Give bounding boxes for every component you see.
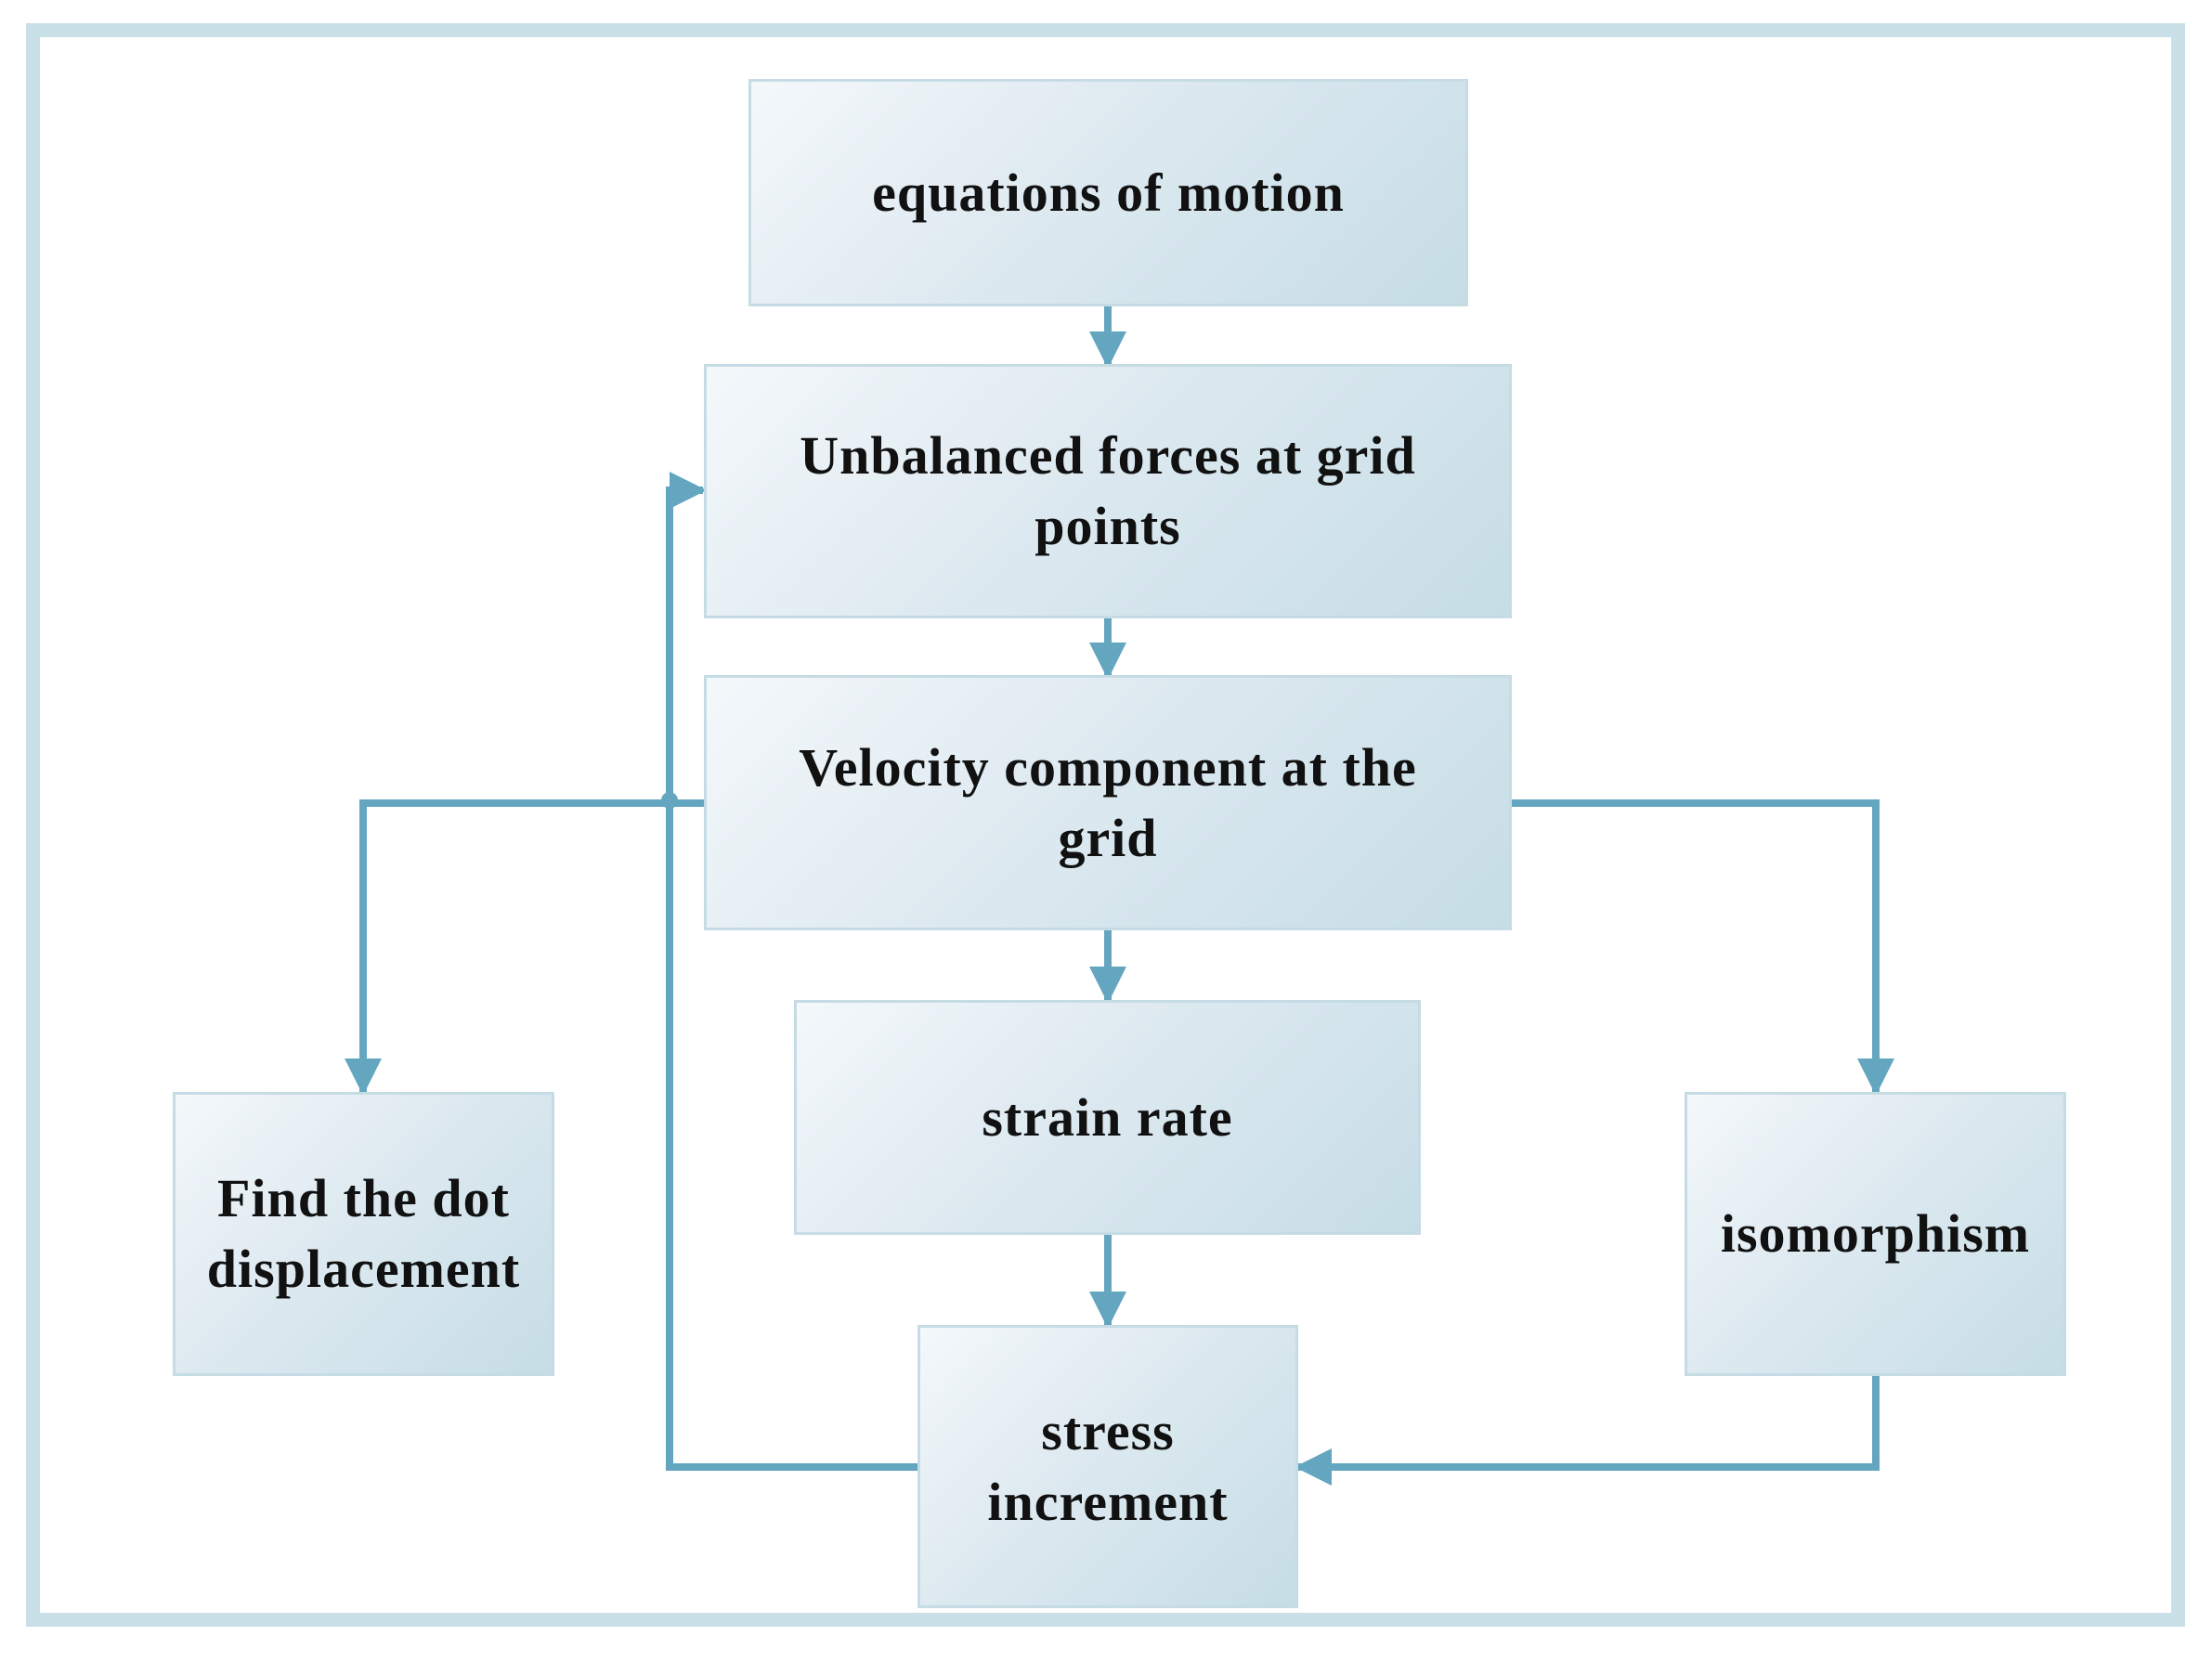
- node-velocity-component-label: Velocity component at the grid: [799, 736, 1417, 868]
- node-strain-rate-label: strain rate: [982, 1086, 1233, 1148]
- diagram-frame: [26, 23, 2185, 1627]
- node-isomorphism: isomorphism: [1685, 1092, 2066, 1376]
- node-strain-rate: strain rate: [794, 1000, 1421, 1235]
- node-velocity-component: Velocity component at the grid: [704, 675, 1512, 930]
- node-equations-of-motion: equations of motion: [748, 79, 1468, 306]
- node-unbalanced-forces: Unbalanced forces at grid points: [704, 364, 1512, 618]
- node-unbalanced-forces-label: Unbalanced forces at grid points: [800, 425, 1416, 556]
- node-find-dot-displacement: Find the dot displacement: [173, 1092, 554, 1376]
- node-equations-of-motion-label: equations of motion: [872, 162, 1345, 223]
- node-stress-increment-label: stress increment: [987, 1400, 1229, 1532]
- node-find-dot-displacement-label: Find the dot displacement: [206, 1168, 521, 1299]
- node-stress-increment: stress increment: [917, 1325, 1298, 1608]
- node-isomorphism-label: isomorphism: [1720, 1203, 2031, 1264]
